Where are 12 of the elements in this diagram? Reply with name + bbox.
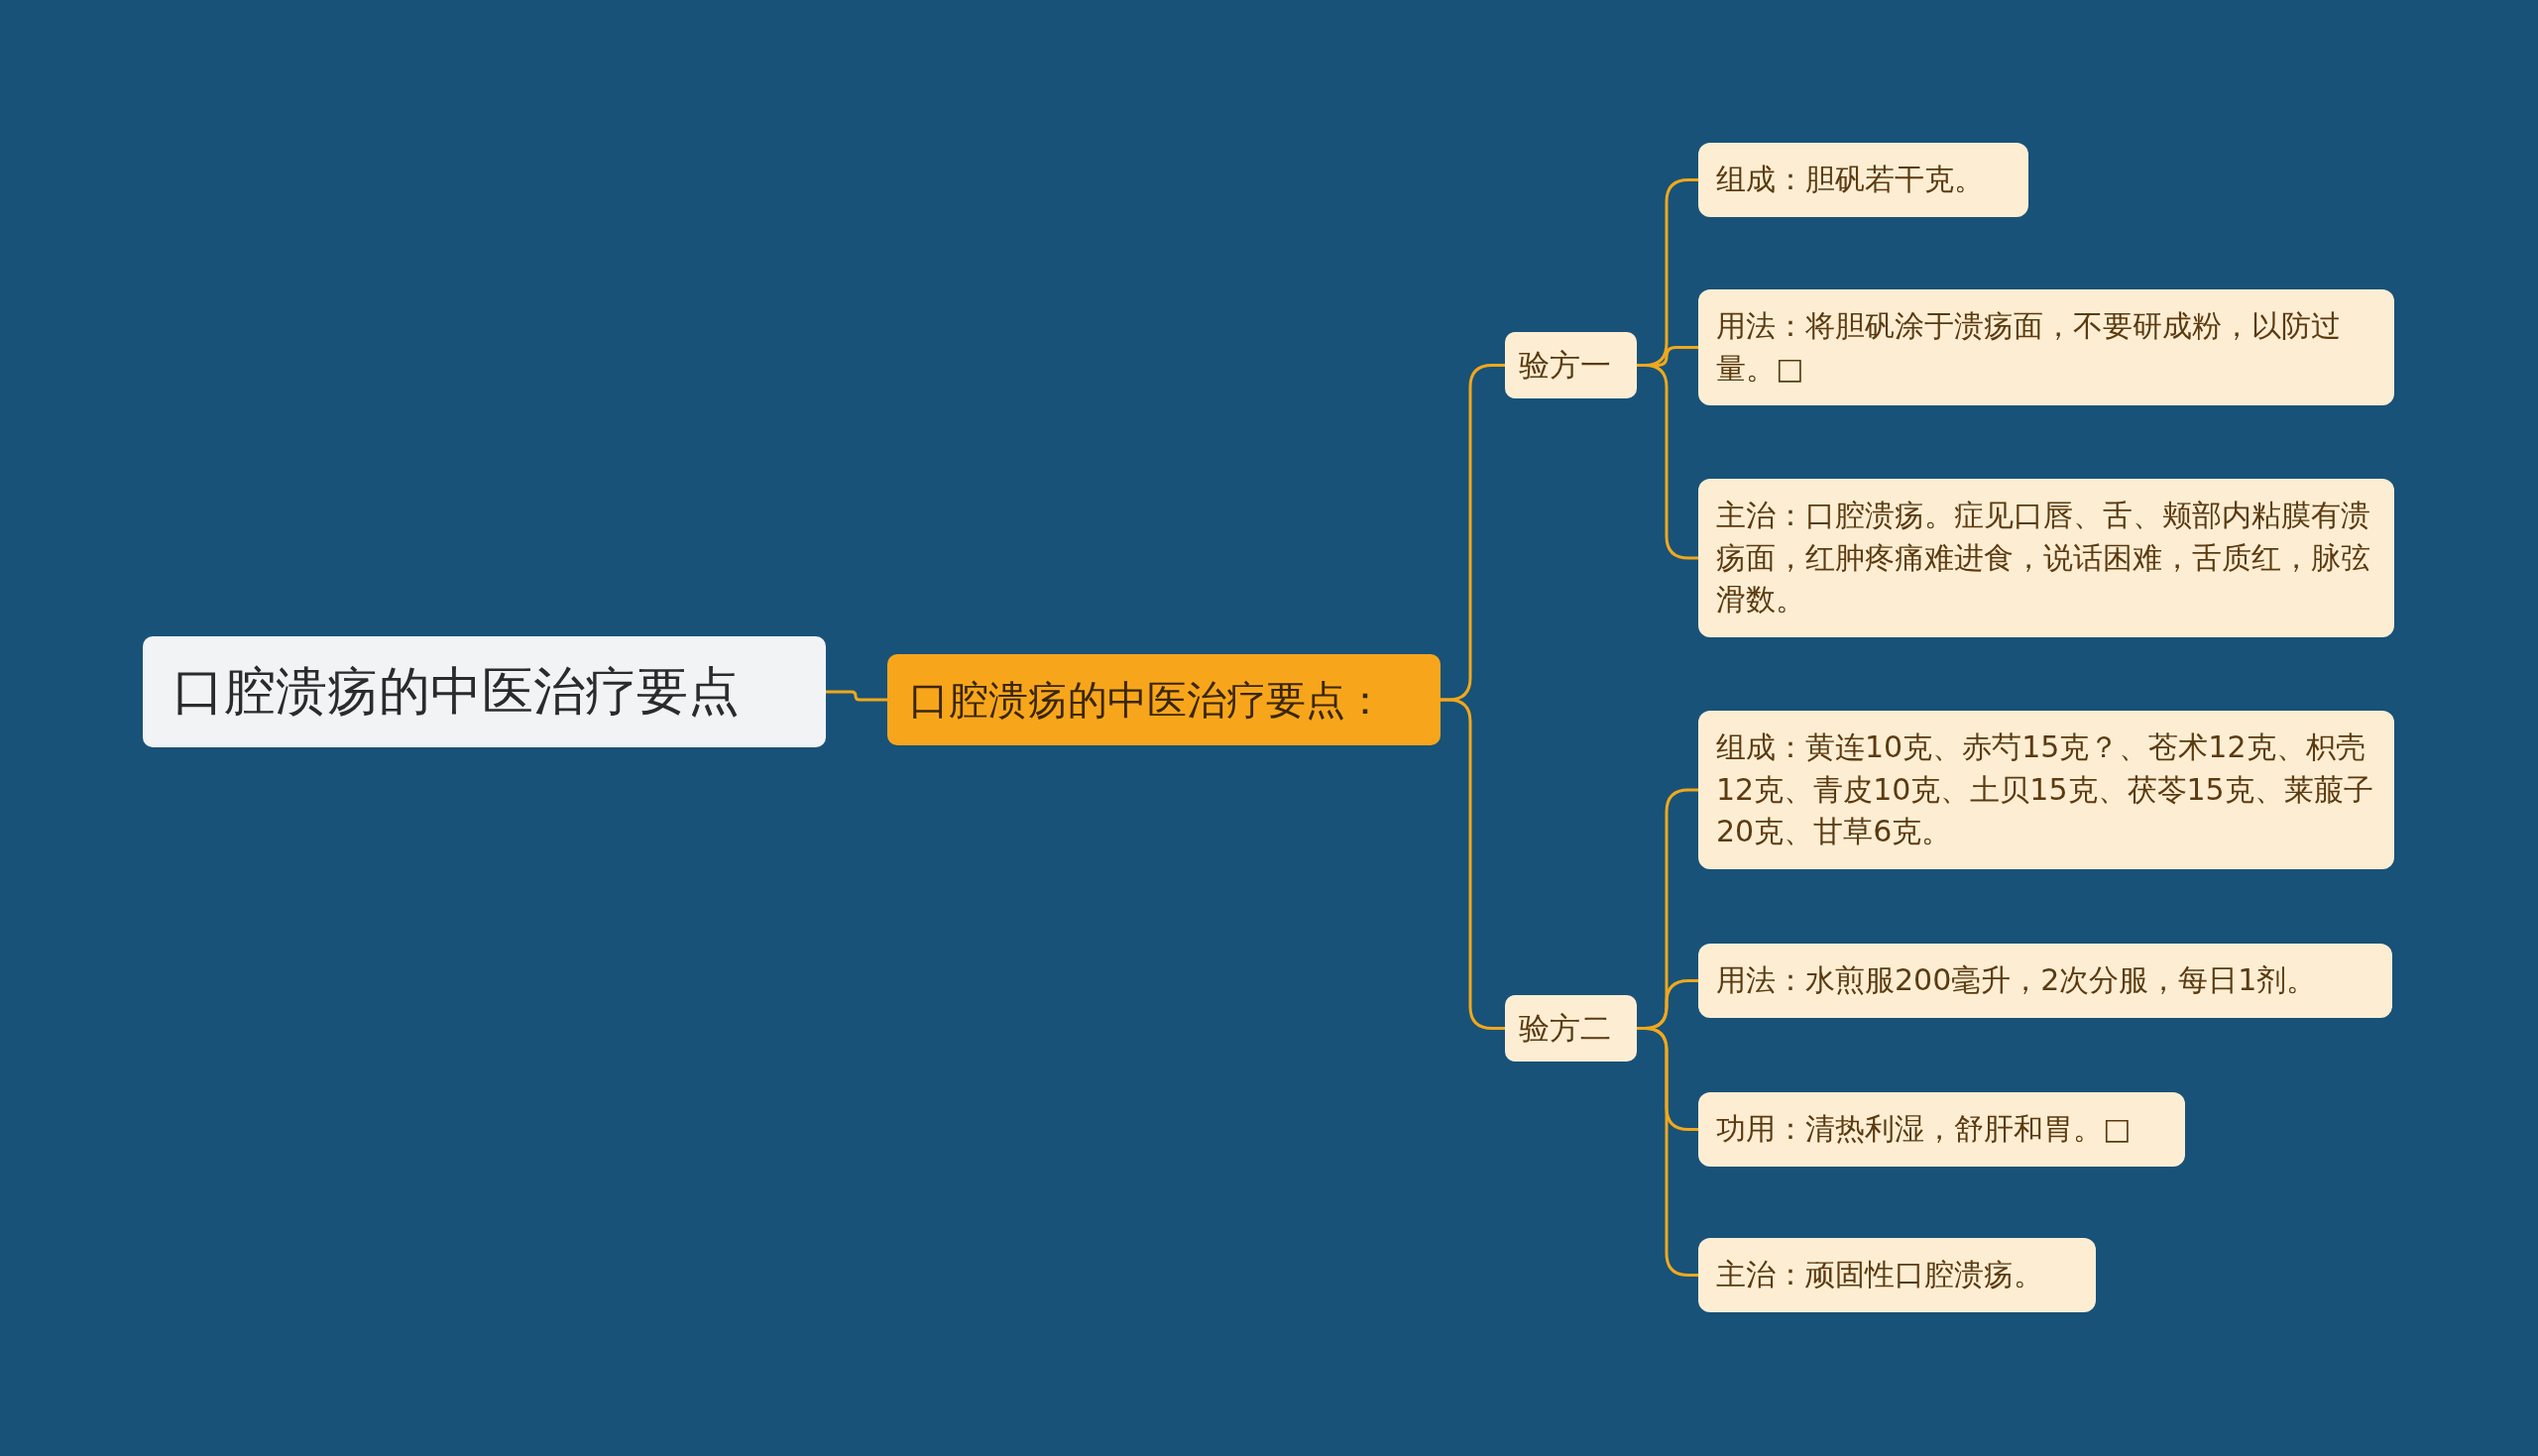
detail-box: 组成：胆矾若干克。 [1698,143,2028,217]
detail-box: 功用：清热利湿，舒肝和胃。□ [1698,1092,2185,1167]
root-topic-box: 口腔溃疡的中医治疗要点 [143,636,826,747]
subtopic-box: 验方二 [1505,995,1637,1063]
connector-line [826,690,887,702]
detail-box: 主治：顽固性口腔溃疡。 [1698,1238,2096,1312]
main-topic-box: 口腔溃疡的中医治疗要点： [887,654,1441,745]
subtopic-box: 验方一 [1505,332,1637,399]
detail-box: 用法：水煎服200毫升，2次分服，每日1剂。 [1698,944,2392,1018]
detail-box: 用法：将胆矾涂于溃疡面，不要研成粉，以防过量。□ [1698,289,2394,406]
detail-box: 组成：黄连10克、赤芍15克？、苍术12克、枳壳12克、青皮10克、土贝15克、茯苓15克、莱菔子20克、甘草6克。 [1698,711,2394,869]
detail-box: 主治：口腔溃疡。症见口唇、舌、颊部内粘膜有溃疡面，红肿疼痛难进食，说话困难，舌质红，脉弦滑数。 [1698,479,2394,637]
